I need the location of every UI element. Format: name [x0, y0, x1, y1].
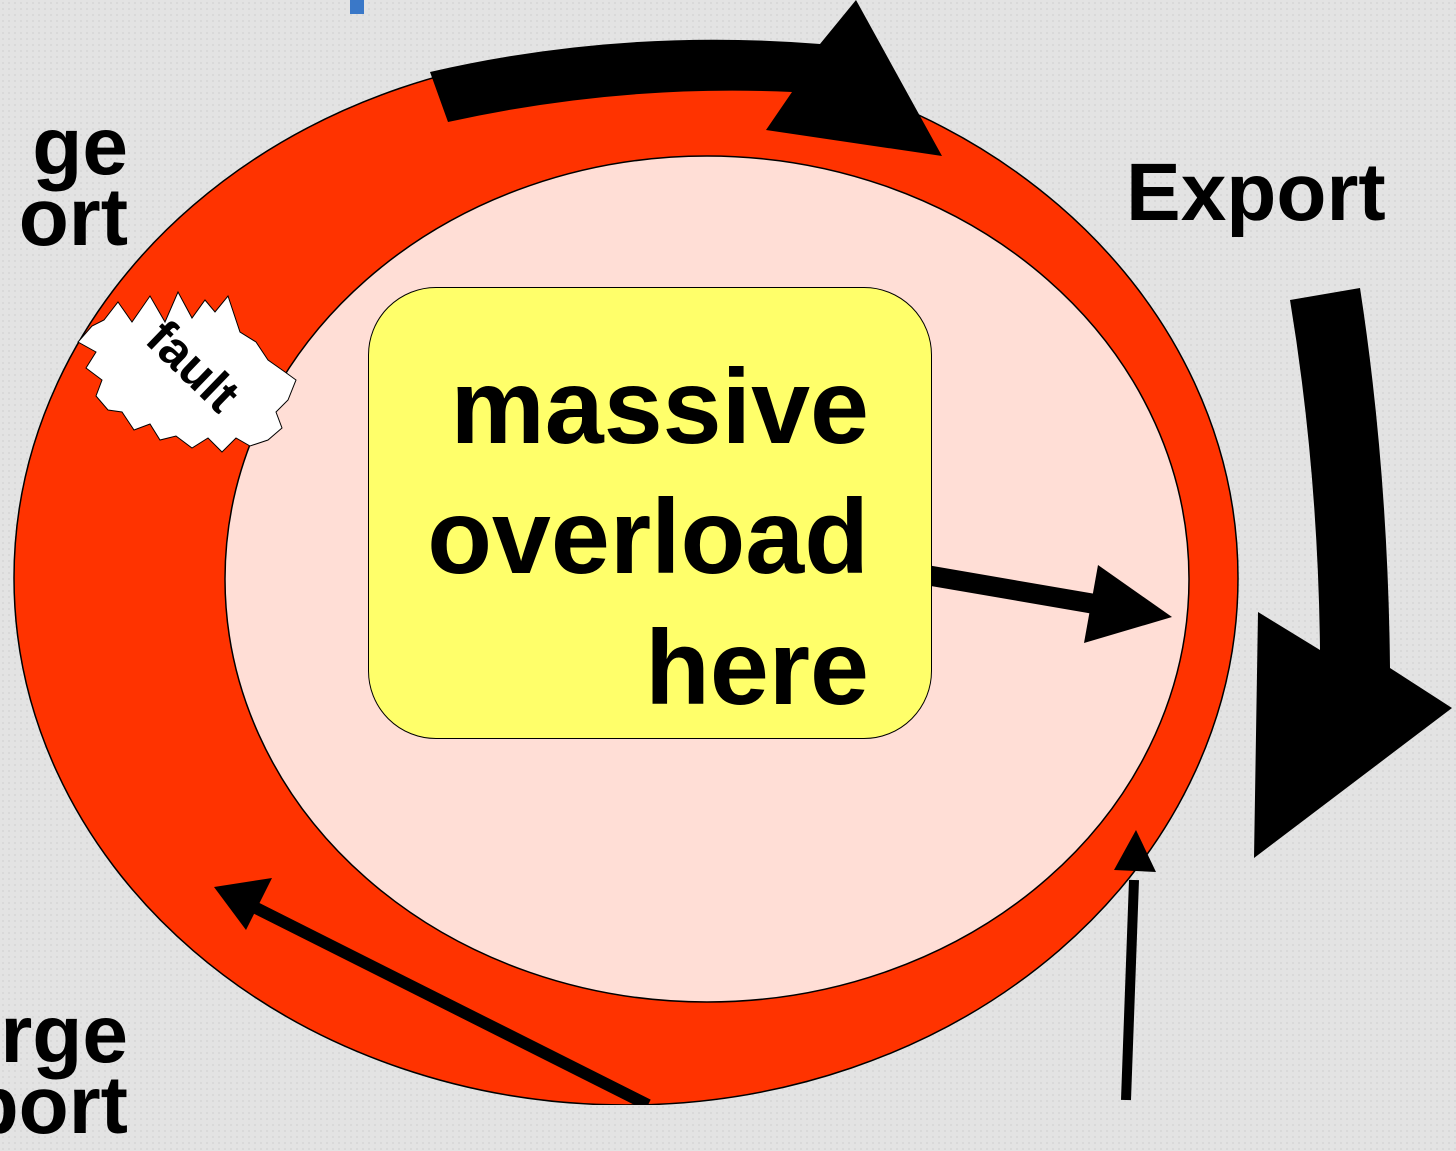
bottom-left-pointer-arrowhead — [214, 878, 272, 930]
overload-pointer-arrowhead — [1084, 565, 1172, 643]
overload-callout-text: massive overload here — [427, 348, 869, 727]
overload-pointer-arrow-shaft — [924, 565, 1120, 618]
fault-patch — [77, 290, 297, 453]
label-top-left-import: ge ort — [18, 101, 128, 263]
top-cycle-arrow — [430, 0, 942, 156]
bottom-left-pointer-arrow — [247, 899, 651, 1105]
bottom-right-pointer-arrow — [1121, 879, 1139, 1101]
overload-callout-box: massive overload here — [368, 287, 932, 739]
label-export: Export — [1126, 147, 1386, 238]
right-cycle-arrow — [1254, 288, 1452, 858]
bottom-right-pointer-arrowhead — [1114, 830, 1156, 872]
partial-top-icon — [350, 0, 364, 14]
label-bottom-left-import: rge port — [0, 989, 128, 1151]
